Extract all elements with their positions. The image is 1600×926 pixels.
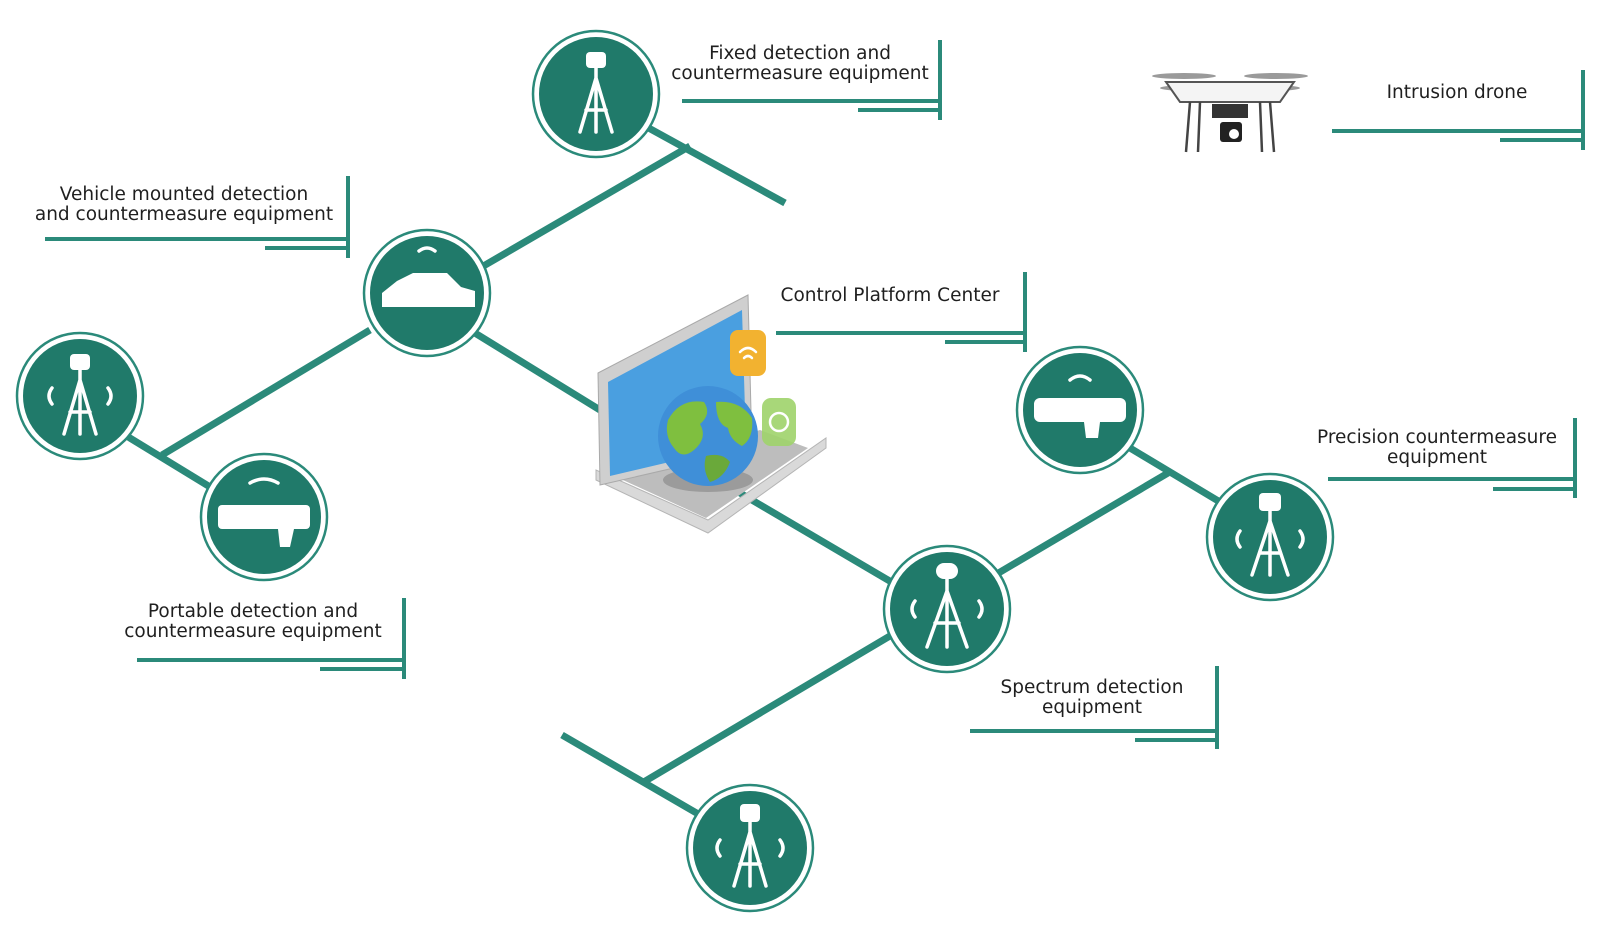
bracket-vehicle bbox=[45, 176, 350, 258]
orange-badge-icon bbox=[730, 330, 766, 376]
link-vehicle-to-fixed-branch bbox=[478, 142, 692, 272]
bracket-control bbox=[776, 272, 1027, 352]
link-laptop-to-spectrum bbox=[738, 489, 907, 594]
globe-icon bbox=[658, 386, 758, 486]
label-intrusion: Intrusion drone bbox=[1387, 82, 1528, 103]
green-badge-icon bbox=[762, 398, 796, 446]
handheld-jammer-icon bbox=[218, 477, 310, 547]
laptop-icon bbox=[595, 294, 827, 534]
tripod-sensor-icon bbox=[578, 52, 614, 134]
node-bottom-tripod bbox=[685, 783, 815, 913]
node-fixed-tripod bbox=[531, 29, 661, 159]
node-precision-jammer bbox=[1015, 345, 1145, 475]
label-precision-line-2: equipment bbox=[1387, 447, 1487, 468]
label-control-line-1: Control Platform Center bbox=[781, 285, 1000, 306]
tripod-sensor-icon bbox=[910, 563, 984, 649]
label-vehicle: Vehicle mounted detection and countermea… bbox=[35, 184, 333, 225]
node-vehicle bbox=[362, 228, 492, 358]
link-spectrum-to-bottom bbox=[640, 626, 902, 787]
label-vehicle-line-2: and countermeasure equipment bbox=[35, 204, 333, 225]
label-fixed-line-1: Fixed detection and bbox=[709, 43, 891, 64]
laptop-base bbox=[595, 437, 827, 534]
bracket-portable bbox=[137, 598, 406, 679]
bracket-spectrum bbox=[970, 666, 1219, 749]
link-spectrum-to-precision bbox=[988, 469, 1170, 582]
bracket-intrusion bbox=[1332, 70, 1585, 150]
handheld-jammer-icon bbox=[1034, 374, 1126, 438]
bracket-precision bbox=[1328, 418, 1577, 498]
vehicle-icon bbox=[382, 246, 475, 307]
bracket-fixed bbox=[682, 40, 942, 120]
link-fixed-branch bbox=[623, 111, 787, 207]
tripod-sensor-icon bbox=[47, 354, 113, 436]
drone-icon bbox=[1152, 73, 1308, 153]
label-spectrum: Spectrum detection equipment bbox=[1001, 677, 1184, 718]
label-portable: Portable detection and countermeasure eq… bbox=[124, 601, 382, 642]
node-portable-jammer bbox=[199, 452, 329, 582]
label-brackets bbox=[45, 40, 1585, 749]
tripod-sensor-icon bbox=[1235, 493, 1305, 577]
node-precision-tripod bbox=[1205, 472, 1335, 602]
link-bottom-branch bbox=[560, 731, 714, 826]
connection-lines bbox=[123, 111, 1232, 826]
label-fixed: Fixed detection and countermeasure equip… bbox=[671, 43, 929, 84]
node-spectrum-tripod bbox=[882, 544, 1012, 674]
label-precision-line-1: Precision countermeasure bbox=[1317, 427, 1557, 448]
label-precision: Precision countermeasure equipment bbox=[1317, 427, 1557, 468]
label-vehicle-line-1: Vehicle mounted detection bbox=[60, 184, 308, 205]
tripod-sensor-icon bbox=[715, 804, 785, 888]
label-portable-line-1: Portable detection and bbox=[148, 601, 358, 622]
link-handheld-to-precision-tripod bbox=[1123, 441, 1232, 512]
link-portable-to-vehicle bbox=[160, 327, 372, 458]
link-tripod-left-to-jammer bbox=[123, 432, 217, 493]
label-fixed-line-2: countermeasure equipment bbox=[671, 63, 929, 84]
label-spectrum-line-2: equipment bbox=[1042, 697, 1142, 718]
label-spectrum-line-1: Spectrum detection bbox=[1001, 677, 1184, 698]
node-left-tripod bbox=[15, 331, 145, 461]
label-portable-line-2: countermeasure equipment bbox=[124, 621, 382, 642]
label-control: Control Platform Center bbox=[781, 285, 1000, 306]
label-intrusion-line-1: Intrusion drone bbox=[1387, 82, 1528, 103]
link-vehicle-to-laptop bbox=[468, 327, 602, 413]
